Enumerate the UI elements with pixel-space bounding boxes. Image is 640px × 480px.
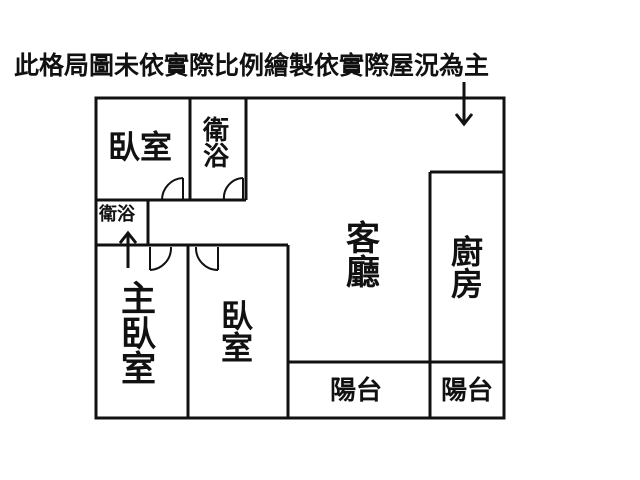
room-label-bedroom-top: 臥室: [108, 128, 173, 166]
entrance-arrow-icon: [454, 82, 474, 127]
room-label-balcony-right: 陽台: [441, 376, 494, 406]
door-swing-icon: [149, 246, 173, 271]
room-label-bath-small: 衛浴: [99, 204, 135, 225]
outer-wall: [94, 96, 506, 420]
room-label-kitchen: 廚房: [451, 233, 484, 303]
room-label-balcony-left: 陽台: [330, 376, 383, 406]
room-label-bath-top: 衛浴: [203, 116, 230, 172]
room-label-master-bedroom: 主臥室: [121, 280, 157, 390]
room-label-bedroom-mid: 臥室: [221, 297, 254, 367]
room-label-living-room: 客廳: [346, 219, 380, 293]
disclaimer-text: 此格局圖未依實際比例繪製依實際屋況為主: [14, 51, 490, 80]
door-swing-icon: [222, 177, 244, 201]
door-swing-icon: [160, 177, 184, 201]
door-swing-icon: [194, 246, 219, 272]
arrow-up-icon: [118, 230, 138, 268]
